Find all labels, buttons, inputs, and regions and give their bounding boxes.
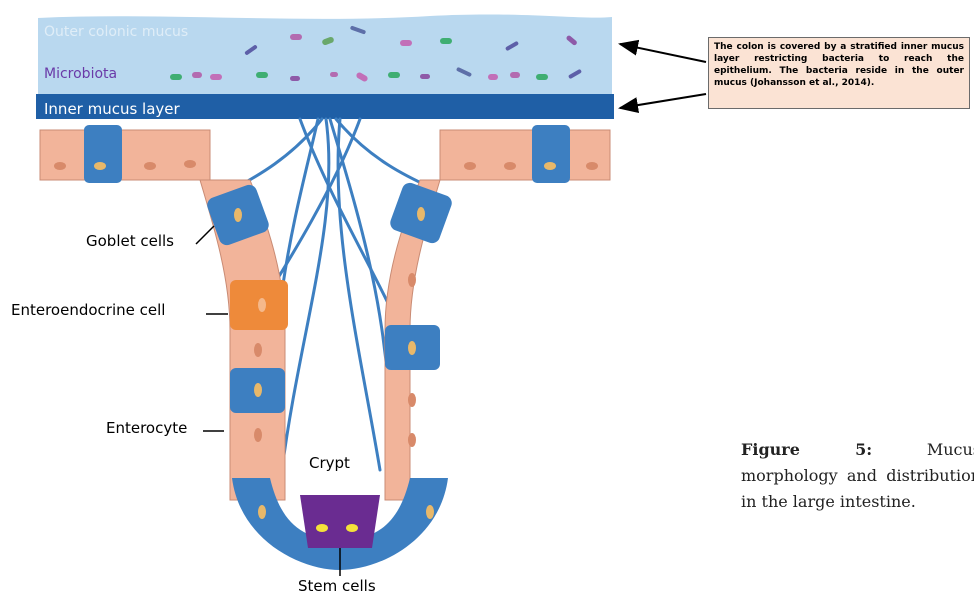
enterocyte-label: Enterocyte bbox=[106, 419, 187, 437]
callout-box: The colon is covered by a stratified inn… bbox=[708, 37, 970, 109]
epithelium-top-left bbox=[40, 125, 210, 183]
epithelium-top-right bbox=[440, 125, 610, 183]
stem-cells bbox=[300, 495, 380, 548]
crypt-right-wall bbox=[385, 180, 454, 500]
goblet-cells-label: Goblet cells bbox=[86, 232, 174, 250]
enteroendocrine-cell-label: Enteroendocrine cell bbox=[11, 301, 165, 319]
outer-mucus-label: Outer colonic mucus bbox=[44, 24, 188, 40]
caption-title: Figure 5: bbox=[741, 440, 872, 459]
stem-cells-label: Stem cells bbox=[298, 577, 376, 595]
microbiota-label: Microbiota bbox=[44, 66, 117, 82]
crypt-left-wall bbox=[200, 180, 288, 500]
figure-caption: Figure 5: Mucus morphology and distribut… bbox=[741, 437, 974, 515]
callout-arrows bbox=[620, 44, 706, 108]
inner-mucus-label: Inner mucus layer bbox=[44, 100, 180, 118]
crypt-label: Crypt bbox=[309, 454, 350, 472]
